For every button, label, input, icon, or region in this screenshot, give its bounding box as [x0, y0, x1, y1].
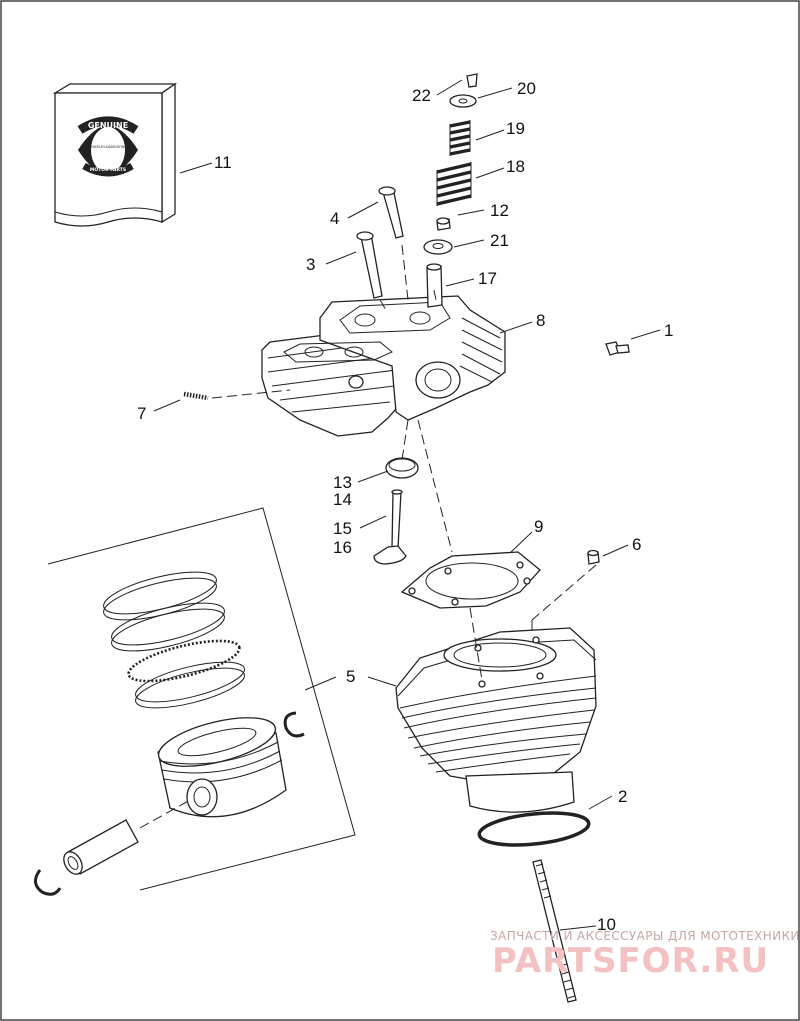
cylinder-head [261, 295, 506, 437]
callout-3: 3 [306, 255, 315, 274]
callout-22: 22 [412, 86, 431, 105]
callout-18: 18 [506, 157, 525, 176]
callout-12: 12 [490, 201, 509, 220]
valve-seal [436, 217, 451, 231]
cylinder-dowel [587, 549, 600, 565]
callout-14: 14 [333, 490, 352, 509]
cylinder-o-ring [477, 811, 591, 847]
cylinder-stud [532, 859, 577, 1003]
callout-20: 20 [517, 79, 536, 98]
callout-21: 21 [490, 231, 509, 250]
exhaust-valve [378, 186, 404, 239]
callout-9: 9 [534, 517, 543, 536]
watermark-site: PARTSFOR.RU [492, 941, 769, 981]
callout-6: 6 [632, 535, 641, 554]
piston-rings [103, 571, 245, 709]
callout-4: 4 [330, 209, 339, 228]
genuine-parts-logo: GENUINE HARLEY-DAVIDSON MOTOR PARTS [77, 116, 139, 177]
piston-circlip-right [283, 711, 305, 738]
gasket-kit-box: GENUINE HARLEY-DAVIDSON MOTOR PARTS [52, 82, 178, 227]
callout-17: 17 [478, 269, 497, 288]
callout-8: 8 [536, 311, 545, 330]
inner-valve-spring [449, 120, 471, 156]
callout-11: 11 [214, 153, 232, 172]
valve [373, 489, 407, 565]
cylinder-head-gasket [400, 551, 541, 609]
cylinder [395, 627, 597, 813]
logo-motor-parts-text: MOTOR PARTS [90, 167, 126, 173]
watermark: ЗАПЧАСТИ И АКСЕССУАРЫ ДЛЯ МОТОТЕХНИКИ PA… [490, 929, 800, 981]
outer-valve-spring [436, 162, 472, 206]
callout-16: 16 [333, 538, 352, 557]
logo-genuine-text: GENUINE [88, 121, 128, 130]
callout-2: 2 [618, 787, 627, 806]
lower-spring-seat [423, 239, 453, 255]
piston-circlip-left [34, 869, 62, 896]
watermark-tagline: ЗАПЧАСТИ И АКСЕССУАРЫ ДЛЯ МОТОТЕХНИКИ [490, 929, 800, 943]
callout-15: 15 [333, 519, 352, 538]
piston-kit-bracket [47, 507, 356, 891]
callout-7: 7 [137, 404, 146, 423]
valve-seat-insert [385, 457, 419, 479]
logo-brand-text: HARLEY-DAVIDSON [91, 145, 125, 149]
assembly-axes [379, 244, 597, 681]
callout-10: 10 [597, 915, 616, 934]
callout-1: 1 [664, 321, 673, 340]
head-fitting [605, 341, 630, 356]
piston [157, 717, 287, 818]
intake-valve [356, 231, 383, 299]
valve-keeper [466, 73, 478, 88]
callout-5: 5 [346, 667, 355, 686]
head-dowel-stud [183, 389, 291, 401]
callout-labels: 1 2 3 4 5 6 7 8 9 10 11 12 13 14 15 16 1… [137, 79, 673, 934]
valve-guide [426, 263, 443, 308]
leader-lines [153, 79, 661, 931]
piston-pin [63, 799, 191, 875]
callout-13: 13 [333, 473, 352, 492]
callout-19: 19 [506, 119, 525, 138]
upper-spring-collar [449, 94, 477, 108]
